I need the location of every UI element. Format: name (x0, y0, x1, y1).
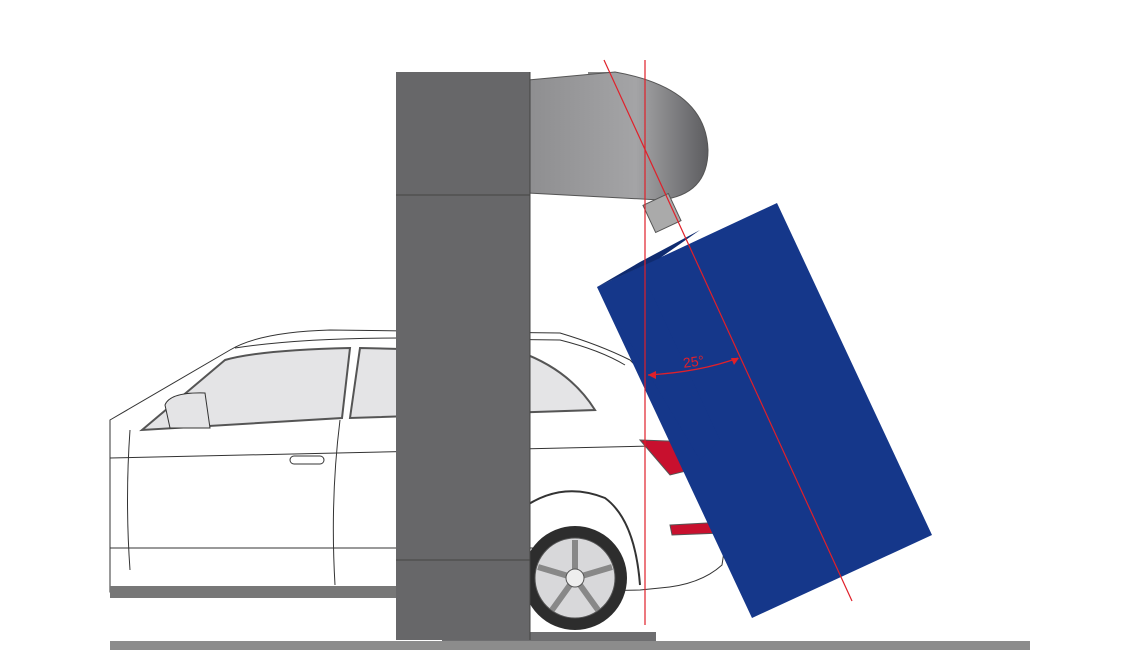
brush-axis-line (603, 59, 853, 602)
rear-wheel-arch (519, 490, 641, 586)
angle-arc (647, 357, 739, 376)
car-roof-line (234, 337, 626, 366)
car-mirror (164, 392, 211, 429)
ground (110, 641, 1030, 650)
car-sill (110, 586, 400, 598)
door-handle (289, 455, 325, 465)
gantry-column (396, 72, 531, 640)
rear-wheel (523, 526, 627, 630)
overhead-arm (527, 71, 709, 234)
angle-guides (603, 59, 853, 625)
base-plate (442, 632, 656, 641)
brush-joint (642, 192, 682, 234)
angle-label: 25° (682, 352, 705, 371)
